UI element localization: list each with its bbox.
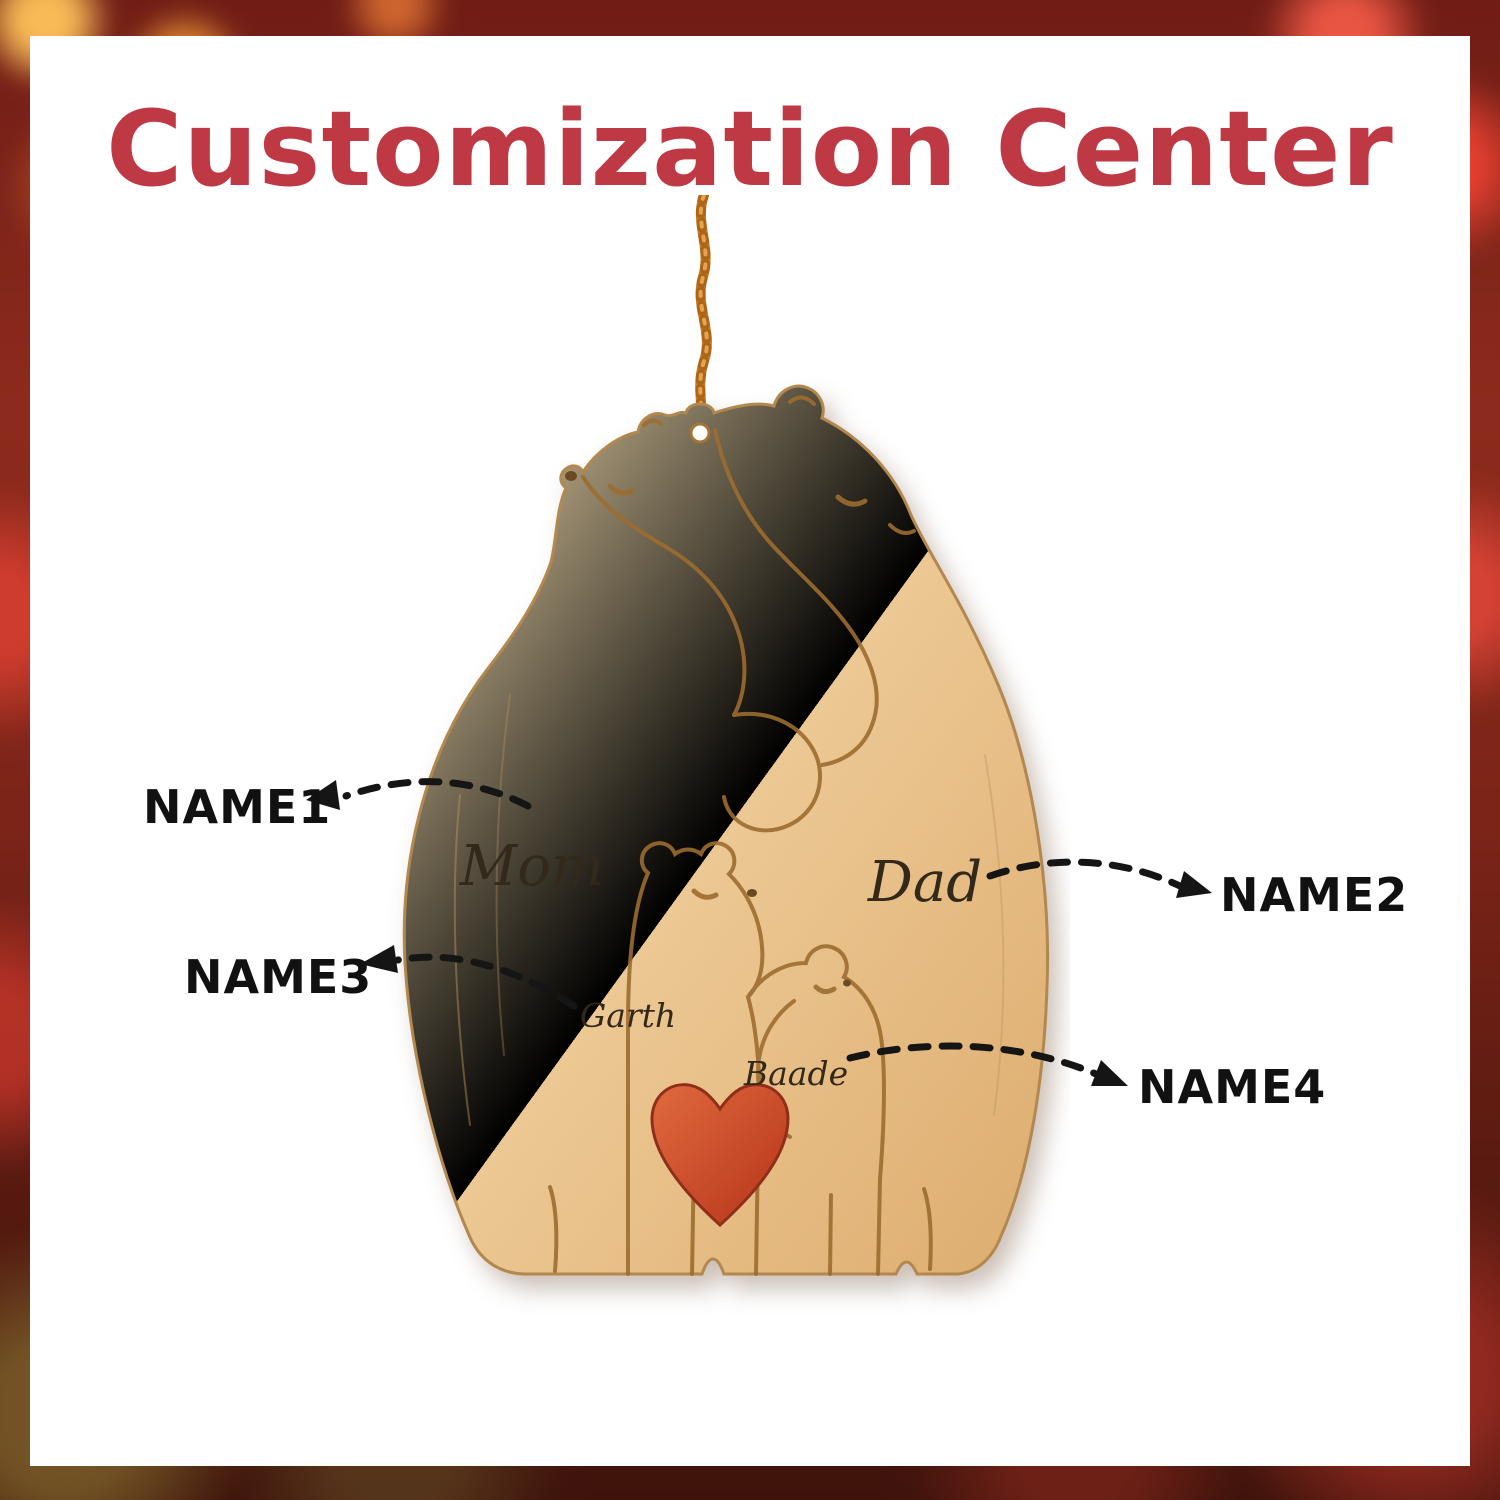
mom-paw-carve xyxy=(548,1185,559,1273)
callout-name3: NAME3 xyxy=(184,950,373,1004)
mom-arm-carve xyxy=(722,711,822,833)
cub-baade-eye-icon xyxy=(813,984,837,995)
callout-name2: NAME2 xyxy=(1220,868,1409,922)
callout-name4: NAME4 xyxy=(1138,1060,1327,1114)
string-hole xyxy=(689,422,711,444)
dad-eye-icon xyxy=(835,494,868,507)
bear-family-ornament: Mom Dad Garth Baade xyxy=(402,195,1050,1276)
page-title: Customization Center xyxy=(106,88,1394,210)
mom-nose-icon xyxy=(565,471,577,481)
cub-baade-carve xyxy=(746,944,886,1276)
dad-outline-carve xyxy=(713,428,879,767)
cub-baade-leg-carve xyxy=(828,1193,833,1276)
cub-garth-name-on-ornament: Garth xyxy=(580,996,676,1035)
cub-baade-nose-icon xyxy=(843,979,851,987)
mom-ear-carve xyxy=(642,418,663,427)
dad-name-on-ornament: Dad xyxy=(867,850,982,915)
hanging-string xyxy=(695,195,712,412)
mom-outline-carve xyxy=(581,475,747,717)
mom-eye-icon xyxy=(607,483,635,496)
heart-icon xyxy=(650,1083,790,1228)
callout-name1: NAME1 xyxy=(143,780,332,834)
dad-snout-carve xyxy=(888,523,916,535)
dad-paw-carve xyxy=(922,1187,933,1271)
mom-name-on-ornament: Mom xyxy=(459,834,604,899)
dad-ear-carve xyxy=(788,395,816,406)
cub-garth-eye-icon xyxy=(691,888,719,900)
cub-garth-nose-icon xyxy=(747,889,757,897)
cub-baade-name-on-ornament: Baade xyxy=(743,1054,848,1093)
nose-dots xyxy=(565,471,851,987)
